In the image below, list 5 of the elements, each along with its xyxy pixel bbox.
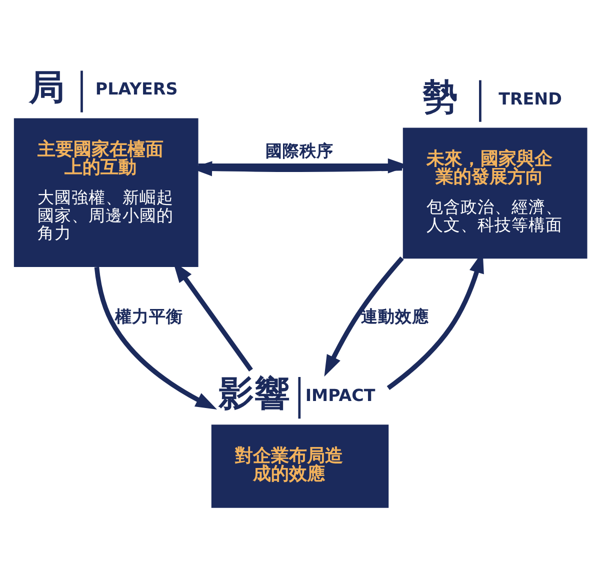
arrow [324, 256, 404, 376]
arrow [94, 266, 218, 410]
edge-label: 國際秩序 [266, 141, 334, 160]
edge-label: 連動效應 [361, 306, 430, 326]
edge-label: 權力平衡 [115, 306, 184, 326]
